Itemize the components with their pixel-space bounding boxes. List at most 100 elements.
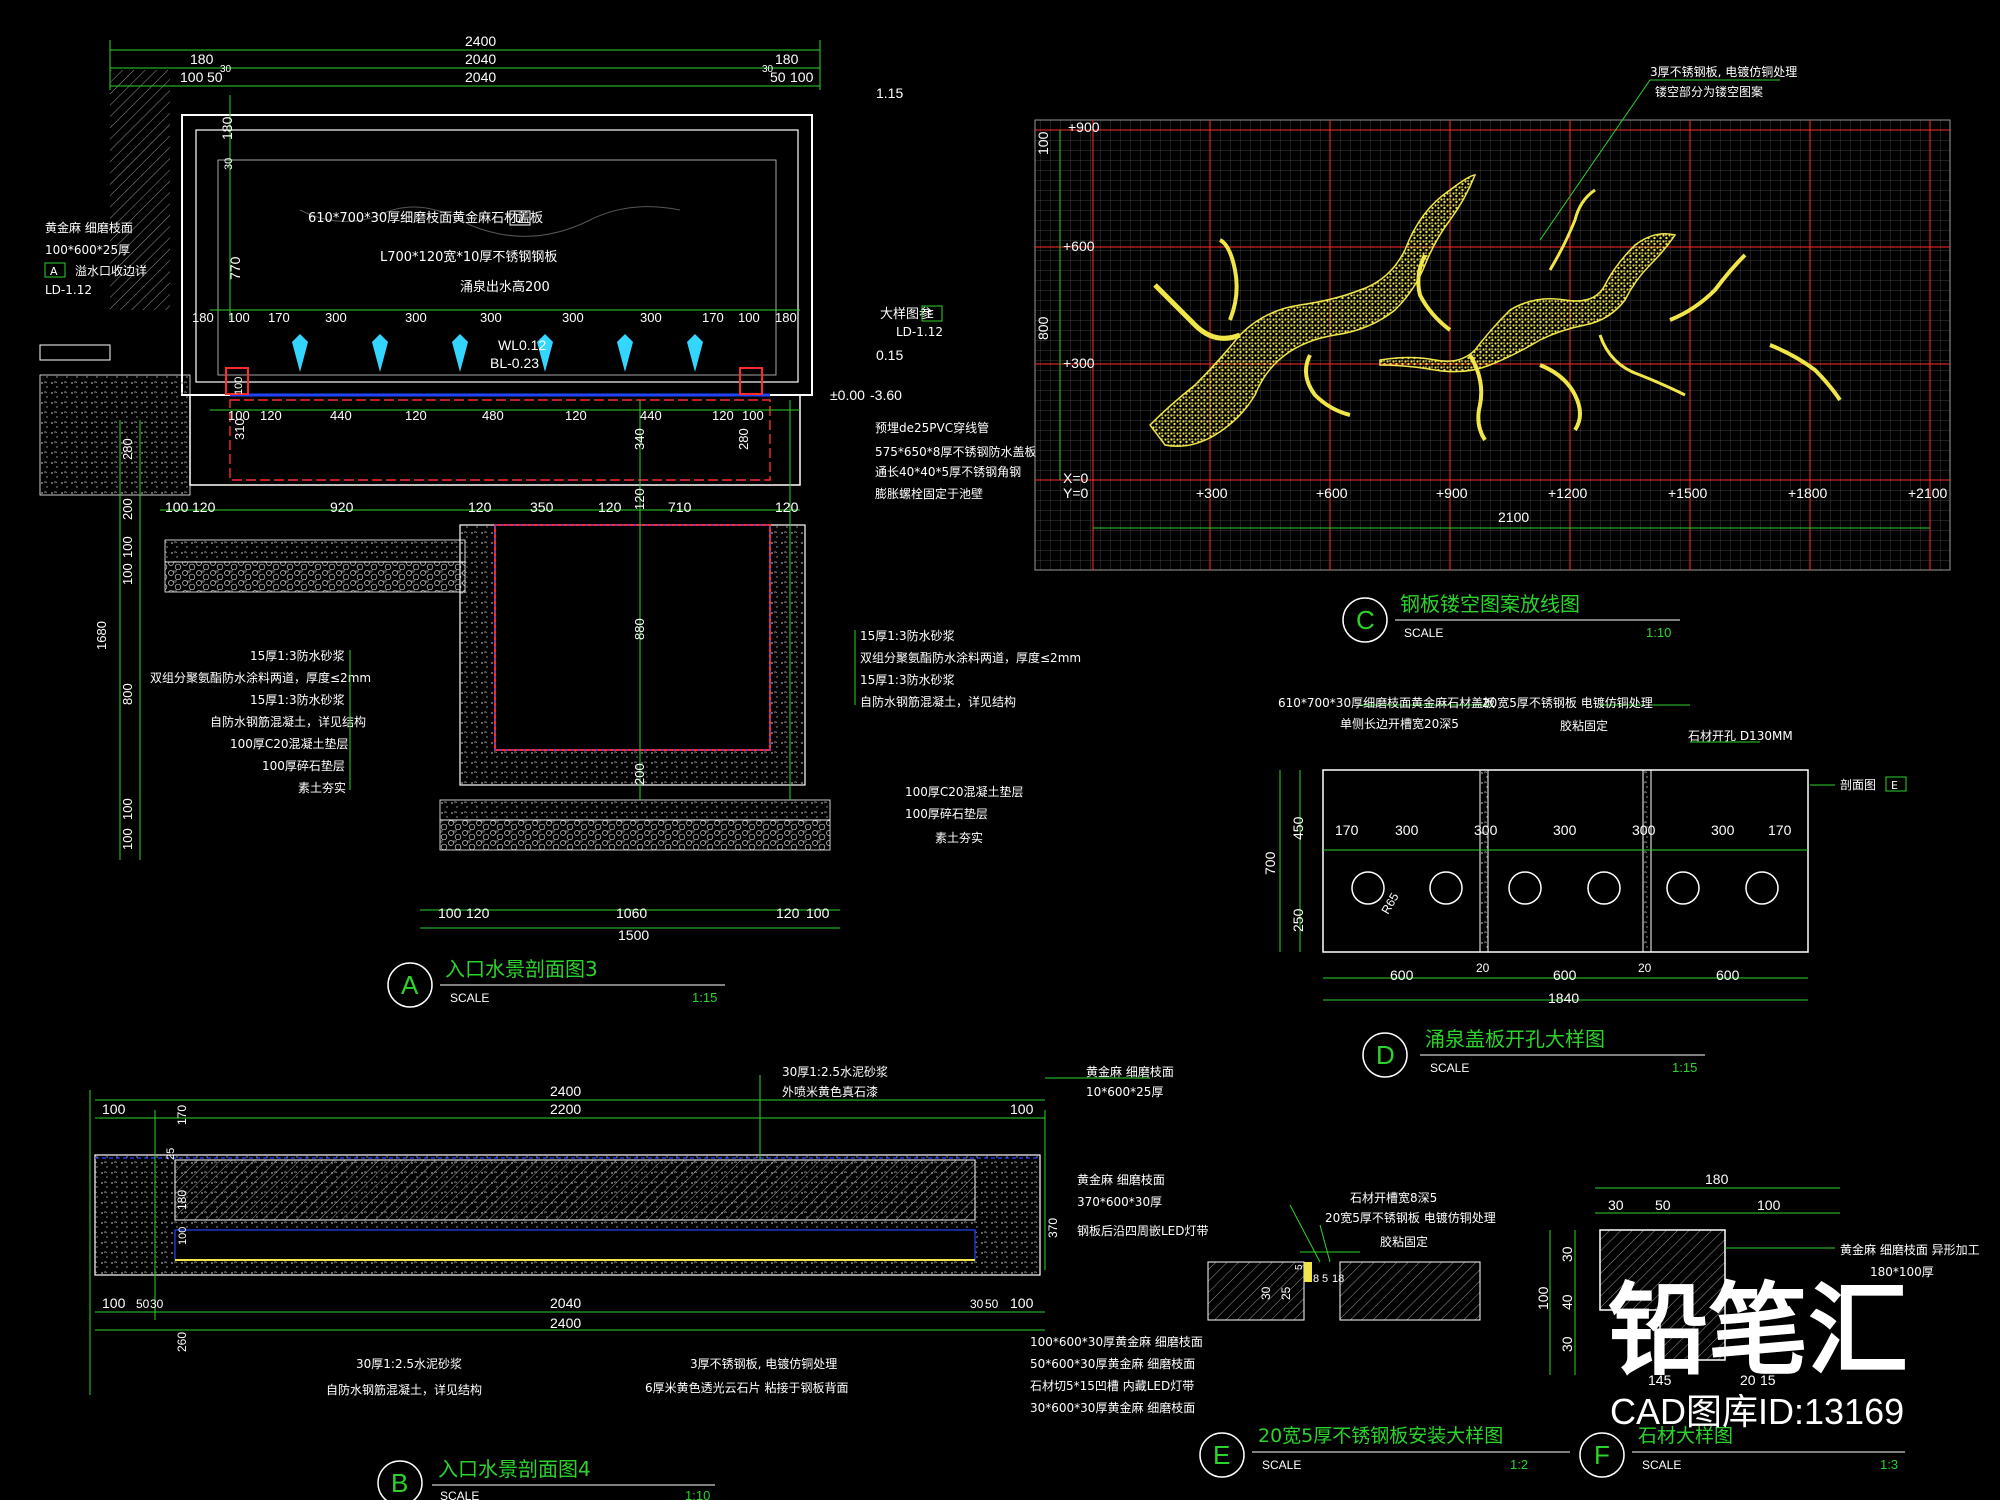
dim-r1-9: 100: [738, 310, 760, 325]
layer-left-0: 15厚1:3防水砂浆: [250, 648, 345, 663]
right-note-2: 通长40*40*5厚不锈钢角钢: [875, 465, 1021, 479]
b-middle-note1: 6厚米黄色透光云石片 粘接于钢板背面: [645, 1380, 848, 1395]
dim-iv-880: 880: [632, 618, 647, 640]
callout-big: 大样图参: [880, 306, 932, 322]
dim-b-bl-a: 100: [102, 1295, 126, 1311]
d-callout3: 石材开孔 D130MM: [1688, 729, 1793, 743]
layer-left-5: 100厚碎石垫层: [262, 758, 345, 773]
d-top-1: 300: [1395, 822, 1419, 838]
level-top: 1.15: [876, 85, 903, 101]
e-steel-strip: [1304, 1262, 1312, 1282]
dim-ab-e: 100: [806, 905, 830, 921]
dim-r1-0: 180: [192, 310, 214, 325]
slab-left-concrete: [164, 539, 466, 563]
callouts-a: 610*700*30厚细磨枝面黄金麻石材盖板 D L700*120宽*10厚不锈…: [44, 210, 1036, 501]
e-callout2: 20宽5厚不锈钢板 电镀仿铜处理: [1325, 1210, 1496, 1225]
dims-row3: 100 120 920 120 350 120 710 120: [165, 499, 799, 515]
d-holes: [1351, 871, 1779, 905]
dim-a-right-a: 180: [775, 51, 799, 67]
ground-fill: [39, 374, 191, 496]
dim-r2-5: 120: [565, 408, 587, 423]
notes-b: 30厚1:2.5水泥砂浆 外喷米黄色真石漆 黄金麻 细磨枝面 10*600*25…: [326, 1064, 1209, 1415]
dim-a-inner1: 2040: [465, 51, 496, 67]
d-dims: 170 300 300 300 300 300 170 600 20 600 2…: [1262, 816, 1792, 1006]
title-e-scale: 1:2: [1510, 1457, 1528, 1472]
lamp-right: [739, 367, 763, 395]
dim-r2-3: 120: [405, 408, 427, 423]
c-axis-labels: +900 +600 +300 X=0 Y=0 +300 +600 +900 +1…: [1035, 119, 1948, 525]
title-f-text: 石材大样图: [1638, 1425, 1733, 1447]
dim-lv-280: 280: [120, 438, 135, 460]
f-overall: 180: [1705, 1171, 1729, 1187]
d-top-4: 300: [1632, 822, 1656, 838]
d-section-box: [1885, 776, 1907, 792]
f-stone-profile: [1599, 1229, 1726, 1361]
title-a: A 入口水景剖面图3 SCALE 1:15: [387, 957, 725, 1008]
layer-right-2: 15厚1:3防水砂浆: [860, 672, 955, 687]
layer-bottom-2: 素土夯实: [935, 830, 983, 845]
dim-b-left: 100: [102, 1101, 126, 1117]
callout-stone-tag: D: [515, 212, 523, 225]
b-right-list3: 30*600*30厚黄金麻 细磨枝面: [1030, 1400, 1195, 1415]
d-v450: 450: [1290, 816, 1306, 840]
dim-a-v30: 30: [223, 158, 235, 170]
title-c-letter: C: [1356, 605, 1375, 635]
f-v30: 30: [1559, 1246, 1575, 1262]
c-x-300: +300: [1196, 485, 1228, 501]
b-top-note2: 外喷米黄色真石漆: [782, 1085, 878, 1099]
left-ref: LD-1.12: [45, 283, 92, 297]
layer-left-4: 100厚C20混凝土垫层: [230, 736, 349, 751]
f-v100: 100: [1535, 1286, 1551, 1310]
b-top-note1: 30厚1:2.5水泥砂浆: [782, 1064, 888, 1079]
title-f-circle: [1579, 1432, 1625, 1478]
dim-b-bottom-inner: 2040: [550, 1295, 581, 1311]
e-h5: 5: [1322, 1273, 1328, 1285]
dim-b-v170: 170: [175, 1105, 189, 1125]
title-c-circle: [1342, 597, 1388, 643]
e-h18: 18: [1332, 1273, 1344, 1285]
b-right-note2: 370*600*30厚: [1077, 1195, 1162, 1209]
callout-stone: 610*700*30厚细磨枝面黄金麻石材盖板: [308, 210, 543, 226]
f-bot-b: 20: [1740, 1372, 1756, 1388]
d-bot-4: 600: [1716, 967, 1740, 983]
title-e-text: 20宽5厚不锈钢板安装大样图: [1258, 1425, 1503, 1447]
dim-b-br-a: 30: [970, 1297, 984, 1311]
frame-panel: [217, 159, 777, 376]
dim-r3-2: 920: [330, 499, 354, 515]
c-callout1: 3厚不锈钢板, 电镀仿铜处理: [1650, 64, 1797, 79]
d-slab: [1322, 769, 1809, 953]
bottom-concrete: [439, 799, 831, 821]
dims-inner-v-a: 310 340 120 880 200 280 100: [232, 377, 751, 785]
dim-r3-1: 120: [192, 499, 216, 515]
title-b-text: 入口水景剖面图4: [438, 1457, 591, 1481]
c-y-300: +300: [1063, 355, 1095, 371]
dim-r3-7: 120: [775, 499, 799, 515]
f-note2: 180*100厚: [1870, 1265, 1934, 1279]
title-b: B 入口水景剖面图4 SCALE 1:10: [377, 1457, 715, 1500]
c-callouts: 3厚不锈钢板, 电镀仿铜处理 镂空部分为镂空图案: [1650, 64, 1797, 99]
d-section-letter: E: [1891, 779, 1898, 792]
left-tag: A: [50, 265, 58, 278]
callout-stone-tagbox: [509, 210, 531, 226]
detail-e: 石材开槽宽8深5 20宽5厚不锈钢板 电镀仿铜处理 胶粘固定 30 25 5 8…: [1199, 1190, 1570, 1478]
e-v25: 25: [1279, 1286, 1293, 1300]
dim-r1-4: 300: [405, 310, 427, 325]
d-callout1b: 单侧长边开槽宽20深5: [1340, 716, 1459, 731]
dim-ab-c: 1060: [616, 905, 647, 921]
title-a-circle: [387, 962, 433, 1008]
title-f-letter: F: [1594, 1440, 1610, 1470]
layer-bottom-1: 100厚碎石垫层: [905, 806, 988, 821]
left-tag-text: 溢水口收边详: [75, 263, 147, 278]
e-stone-left: [1207, 1261, 1305, 1321]
title-a-text: 入口水景剖面图3: [445, 957, 598, 981]
c-x-1200: +1200: [1548, 485, 1588, 501]
dim-b-v25: 25: [165, 1148, 177, 1160]
dim-b-right: 100: [1010, 1101, 1034, 1117]
title-a-scale: 1:15: [692, 990, 717, 1005]
dim-r2-8: 100: [742, 408, 764, 423]
d-strip-1: [1479, 769, 1489, 953]
dim-a-overall: 2400: [465, 33, 496, 49]
d-bot-2: 600: [1553, 967, 1577, 983]
f-note1: 黄金麻 细磨枝面 异形加工: [1840, 1242, 1980, 1257]
